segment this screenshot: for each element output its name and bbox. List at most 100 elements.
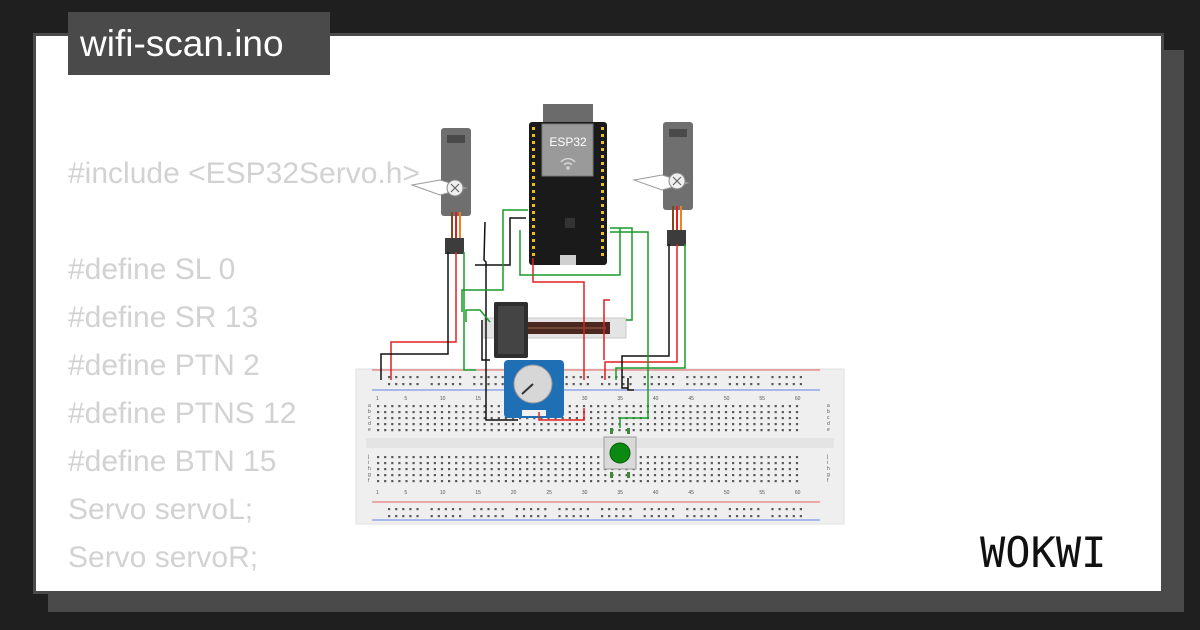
breadboard-hole bbox=[746, 429, 749, 432]
breadboard-hole bbox=[774, 468, 777, 471]
breadboard-hole bbox=[668, 405, 671, 408]
breadboard-hole bbox=[490, 429, 493, 432]
breadboard-hole bbox=[476, 462, 479, 465]
breadboard-hole bbox=[455, 456, 458, 459]
breadboard-hole bbox=[788, 462, 791, 465]
breadboard-hole bbox=[675, 405, 678, 408]
breadboard-hole bbox=[377, 456, 380, 459]
breadboard-hole bbox=[561, 417, 564, 420]
breadboard-hole bbox=[490, 474, 493, 477]
breadboard-hole bbox=[753, 429, 756, 432]
breadboard-hole bbox=[743, 508, 746, 511]
breadboard-hole bbox=[757, 383, 760, 386]
breadboard-hole bbox=[746, 405, 749, 408]
breadboard-hole bbox=[426, 480, 429, 483]
breadboard-column-number: 5 bbox=[404, 396, 407, 402]
breadboard-hole bbox=[537, 515, 540, 518]
breadboard-hole bbox=[714, 515, 717, 518]
breadboard-hole bbox=[582, 405, 586, 408]
breadboard-hole bbox=[398, 423, 401, 426]
breadboard-hole bbox=[388, 376, 391, 379]
breadboard-hole bbox=[639, 429, 642, 432]
breadboard-hole bbox=[547, 417, 550, 420]
breadboard-hole bbox=[476, 474, 479, 477]
breadboard-hole bbox=[732, 411, 735, 414]
esp32-pin bbox=[532, 239, 535, 242]
breadboard-hole bbox=[448, 411, 451, 414]
breadboard-hole bbox=[405, 411, 408, 414]
breadboard-hole bbox=[494, 508, 497, 511]
breadboard-hole bbox=[622, 376, 625, 379]
breadboard-row-letter: a bbox=[368, 403, 371, 409]
esp32-pin bbox=[532, 232, 535, 235]
breadboard-hole bbox=[661, 405, 664, 408]
breadboard-hole bbox=[511, 462, 515, 465]
breadboard-hole bbox=[572, 508, 575, 511]
wires bbox=[380, 209, 686, 428]
breadboard-hole bbox=[795, 480, 799, 483]
breadboard-hole bbox=[455, 411, 458, 414]
breadboard-hole bbox=[419, 480, 422, 483]
breadboard-hole bbox=[398, 405, 401, 408]
breadboard-hole bbox=[778, 376, 781, 379]
breadboard-hole bbox=[533, 462, 536, 465]
breadboard-hole bbox=[590, 462, 593, 465]
esp32-pin bbox=[532, 162, 535, 165]
breadboard-hole bbox=[540, 468, 543, 471]
esp32-pin bbox=[532, 211, 535, 214]
breadboard-hole bbox=[750, 383, 753, 386]
breadboard-hole bbox=[668, 480, 671, 483]
breadboard-hole bbox=[568, 411, 571, 414]
breadboard-hole bbox=[448, 429, 451, 432]
breadboard-hole bbox=[440, 405, 444, 408]
breadboard-hole bbox=[554, 417, 557, 420]
esp32-pin bbox=[601, 197, 604, 200]
breadboard-hole bbox=[657, 376, 660, 379]
breadboard-hole bbox=[672, 376, 675, 379]
breadboard-row-letter: b bbox=[368, 409, 371, 415]
breadboard-hole bbox=[625, 429, 628, 432]
breadboard-hole bbox=[469, 411, 472, 414]
breadboard-hole bbox=[483, 462, 486, 465]
breadboard-hole bbox=[554, 462, 557, 465]
breadboard-hole bbox=[519, 480, 522, 483]
breadboard-hole bbox=[530, 508, 533, 511]
breadboard-hole bbox=[739, 462, 742, 465]
esp32-pin bbox=[601, 239, 604, 242]
breadboard-hole bbox=[412, 456, 415, 459]
breadboard-hole bbox=[405, 423, 408, 426]
breadboard-hole bbox=[455, 474, 458, 477]
breadboard-hole bbox=[795, 417, 799, 420]
breadboard-hole bbox=[504, 462, 507, 465]
breadboard-hole bbox=[579, 383, 582, 386]
breadboard-hole bbox=[497, 456, 500, 459]
breadboard-hole bbox=[700, 508, 703, 511]
breadboard-hole bbox=[707, 383, 710, 386]
breadboard-hole bbox=[661, 468, 664, 471]
breadboard-hole bbox=[639, 405, 642, 408]
breadboard-hole bbox=[540, 474, 543, 477]
breadboard-hole bbox=[728, 515, 731, 518]
breadboard-hole bbox=[483, 468, 486, 471]
breadboard-hole bbox=[405, 462, 408, 465]
breadboard-hole bbox=[416, 515, 419, 518]
breadboard-hole bbox=[664, 508, 668, 511]
breadboard-hole bbox=[611, 405, 614, 408]
breadboard-hole bbox=[547, 423, 550, 426]
breadboard-hole bbox=[561, 468, 564, 471]
breadboard-hole bbox=[494, 515, 497, 518]
breadboard-hole bbox=[675, 480, 678, 483]
breadboard-hole bbox=[497, 480, 500, 483]
breadboard-hole bbox=[480, 508, 483, 511]
breadboard-column-number: 25 bbox=[546, 490, 552, 496]
breadboard-hole bbox=[760, 456, 763, 459]
code-line: #define PTNS 12 bbox=[68, 397, 297, 430]
breadboard-column-number: 10 bbox=[440, 490, 446, 496]
breadboard-hole bbox=[646, 480, 649, 483]
breadboard-hole bbox=[639, 468, 642, 471]
breadboard-hole bbox=[664, 376, 668, 379]
breadboard-hole bbox=[469, 429, 472, 432]
breadboard-hole bbox=[483, 456, 486, 459]
breadboard-hole bbox=[526, 468, 529, 471]
breadboard-hole bbox=[575, 405, 578, 408]
